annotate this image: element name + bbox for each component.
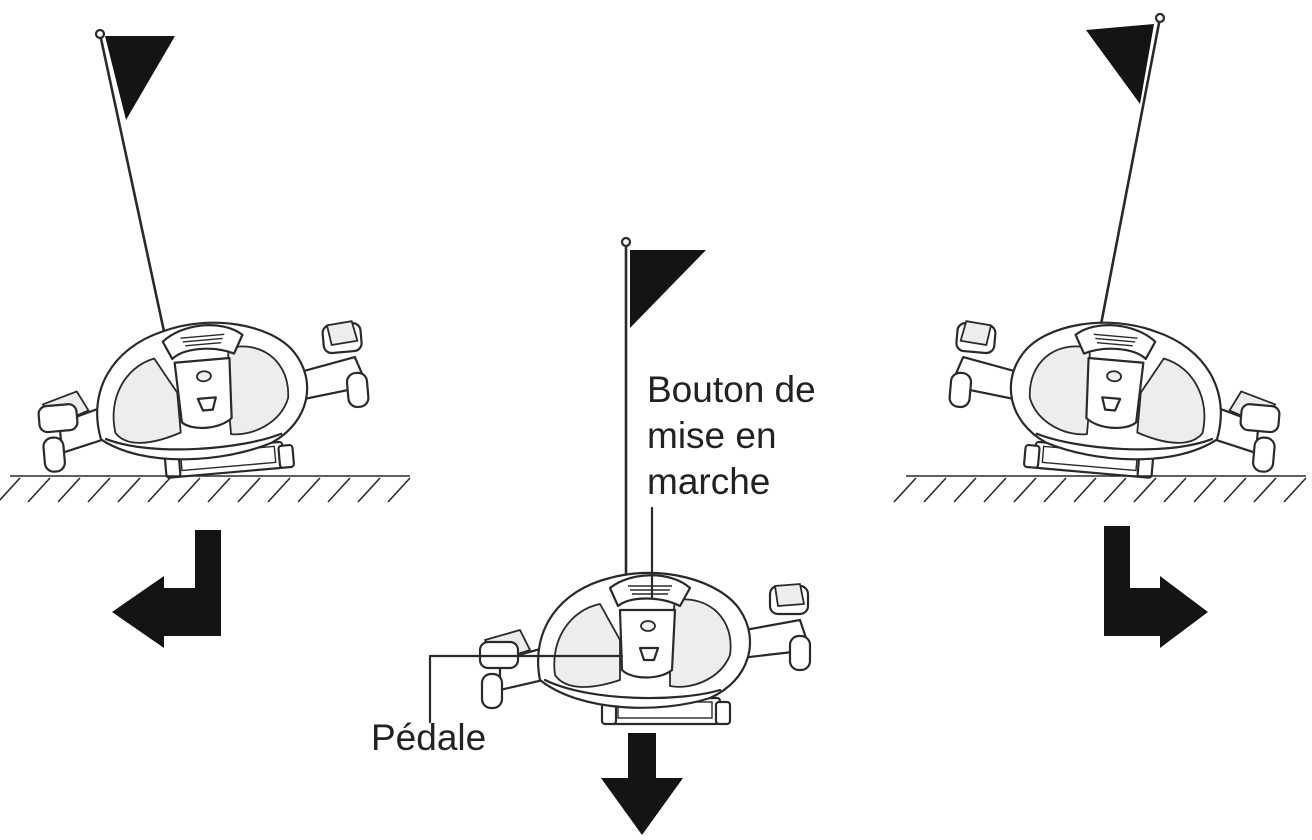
center-flag <box>630 250 706 328</box>
pedal-leader <box>428 654 624 724</box>
power-button-label-line1: Bouton de <box>647 369 816 410</box>
center-car <box>478 236 812 726</box>
power-button-label-line2: mise en <box>647 415 777 456</box>
arrow-turn-right-icon <box>1104 526 1208 648</box>
pedal-label: Pédale <box>371 717 486 758</box>
arrow-turn-left-icon <box>112 530 221 648</box>
left-turn-car <box>30 28 375 490</box>
power-button-label: Bouton de mise en marche <box>647 369 816 502</box>
right-ground <box>893 475 1307 503</box>
right-turn-car <box>943 12 1288 490</box>
left-ground <box>0 475 411 503</box>
arrow-down-icon <box>601 733 683 835</box>
power-button-label-line3: marche <box>647 461 770 502</box>
right-flag <box>1086 24 1154 104</box>
left-flag <box>105 36 175 120</box>
